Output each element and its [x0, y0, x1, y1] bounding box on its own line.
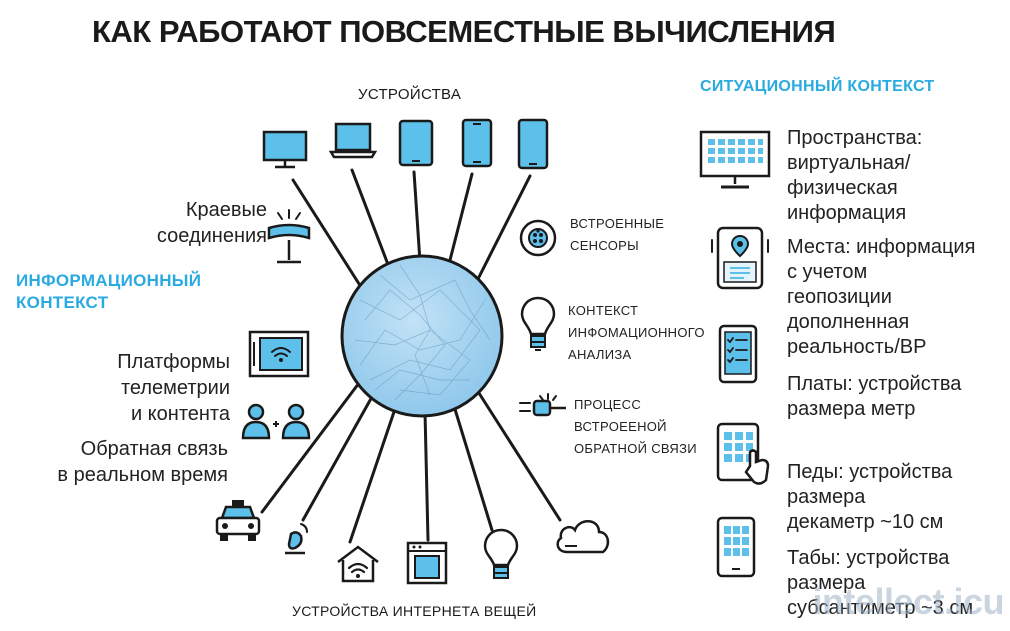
smartphone-alt-icon — [517, 118, 549, 170]
info-context-heading: ИНФОРМАЦИОННЫЙ КОНТЕКСТ — [16, 271, 202, 312]
analysis-context-label: КОНТЕКСТ ИНФОМАЦИОННОГО АНАЛИЗА — [568, 303, 705, 362]
smart-home-wifi-icon — [337, 545, 379, 583]
lightbulb-idea-icon — [520, 296, 556, 351]
right-cover-box — [776, 422, 866, 454]
right-item-boards: Платы: устройства размера метр — [787, 373, 962, 420]
wifi-panel-icon — [248, 330, 310, 378]
edge-router-icon — [267, 209, 311, 264]
cloud-icon — [556, 520, 610, 554]
laptop-icon — [328, 122, 378, 159]
edge-connections-label: Краевые соединения — [156, 199, 267, 247]
smartphone-icon — [461, 118, 493, 168]
tablet-checklist-icon — [718, 324, 758, 384]
devices-label: УСТРОЙСТВА — [358, 86, 462, 103]
right-item-places: Места: информация с учетом геопозиции до… — [787, 236, 976, 358]
embedded-feedback-process-label: ПРОЦЕСС ВСТРОЕЕНОЙ ОБРАТНОЙ СВЯЗИ — [574, 397, 697, 456]
phone-location-icon — [711, 226, 769, 290]
taxi-car-icon — [215, 500, 261, 541]
realtime-feedback-label: Обратная связь в реальном время — [57, 438, 228, 486]
info-context-box — [6, 263, 182, 331]
desktop-monitor-icon — [262, 130, 308, 169]
plug-feedback-icon — [519, 393, 566, 417]
right-item-spaces: Пространства: виртуальная/ физическая ин… — [787, 127, 923, 224]
tablet-touch-icon — [716, 422, 770, 485]
iot-label-box — [284, 592, 554, 631]
iot-devices-label: УСТРОЙСТВА ИНТЕРНЕТА ВЕЩЕЙ — [292, 603, 537, 619]
right-item-tabs: Табы: устройства размера субсантиметр ~3… — [787, 547, 974, 619]
phone-grid-icon — [716, 516, 756, 578]
globe-sphere — [340, 254, 504, 418]
process-label-box — [566, 386, 696, 468]
washing-machine-icon — [406, 541, 448, 585]
embedded-sensors-label: ВСТРОЕННЫЕ СЕНСОРЫ — [570, 216, 665, 253]
smart-bulb-icon — [483, 528, 519, 579]
tablet-icon — [398, 119, 434, 167]
page-title: КАК РАБОТАЮТ ПОВСЕМЕСТНЫЕ ВЫЧИСЛЕНИЯ — [92, 14, 836, 49]
monitor-grid-icon — [699, 130, 771, 189]
wearable-tag-icon — [285, 523, 308, 555]
sensor-chip-icon — [519, 219, 557, 257]
situational-context-heading: СИТУАЦИОННЫЙ КОНТЕКСТ — [700, 78, 935, 95]
telemetry-platforms-label: Платформы телеметрии и контента — [117, 351, 230, 425]
right-item-pads: Педы: устройства размера декаметр ~10 см — [787, 461, 953, 533]
situational-context-box — [668, 70, 968, 122]
users-exchange-icon — [241, 403, 311, 440]
watermark-text: intellect.icu — [812, 581, 1004, 622]
